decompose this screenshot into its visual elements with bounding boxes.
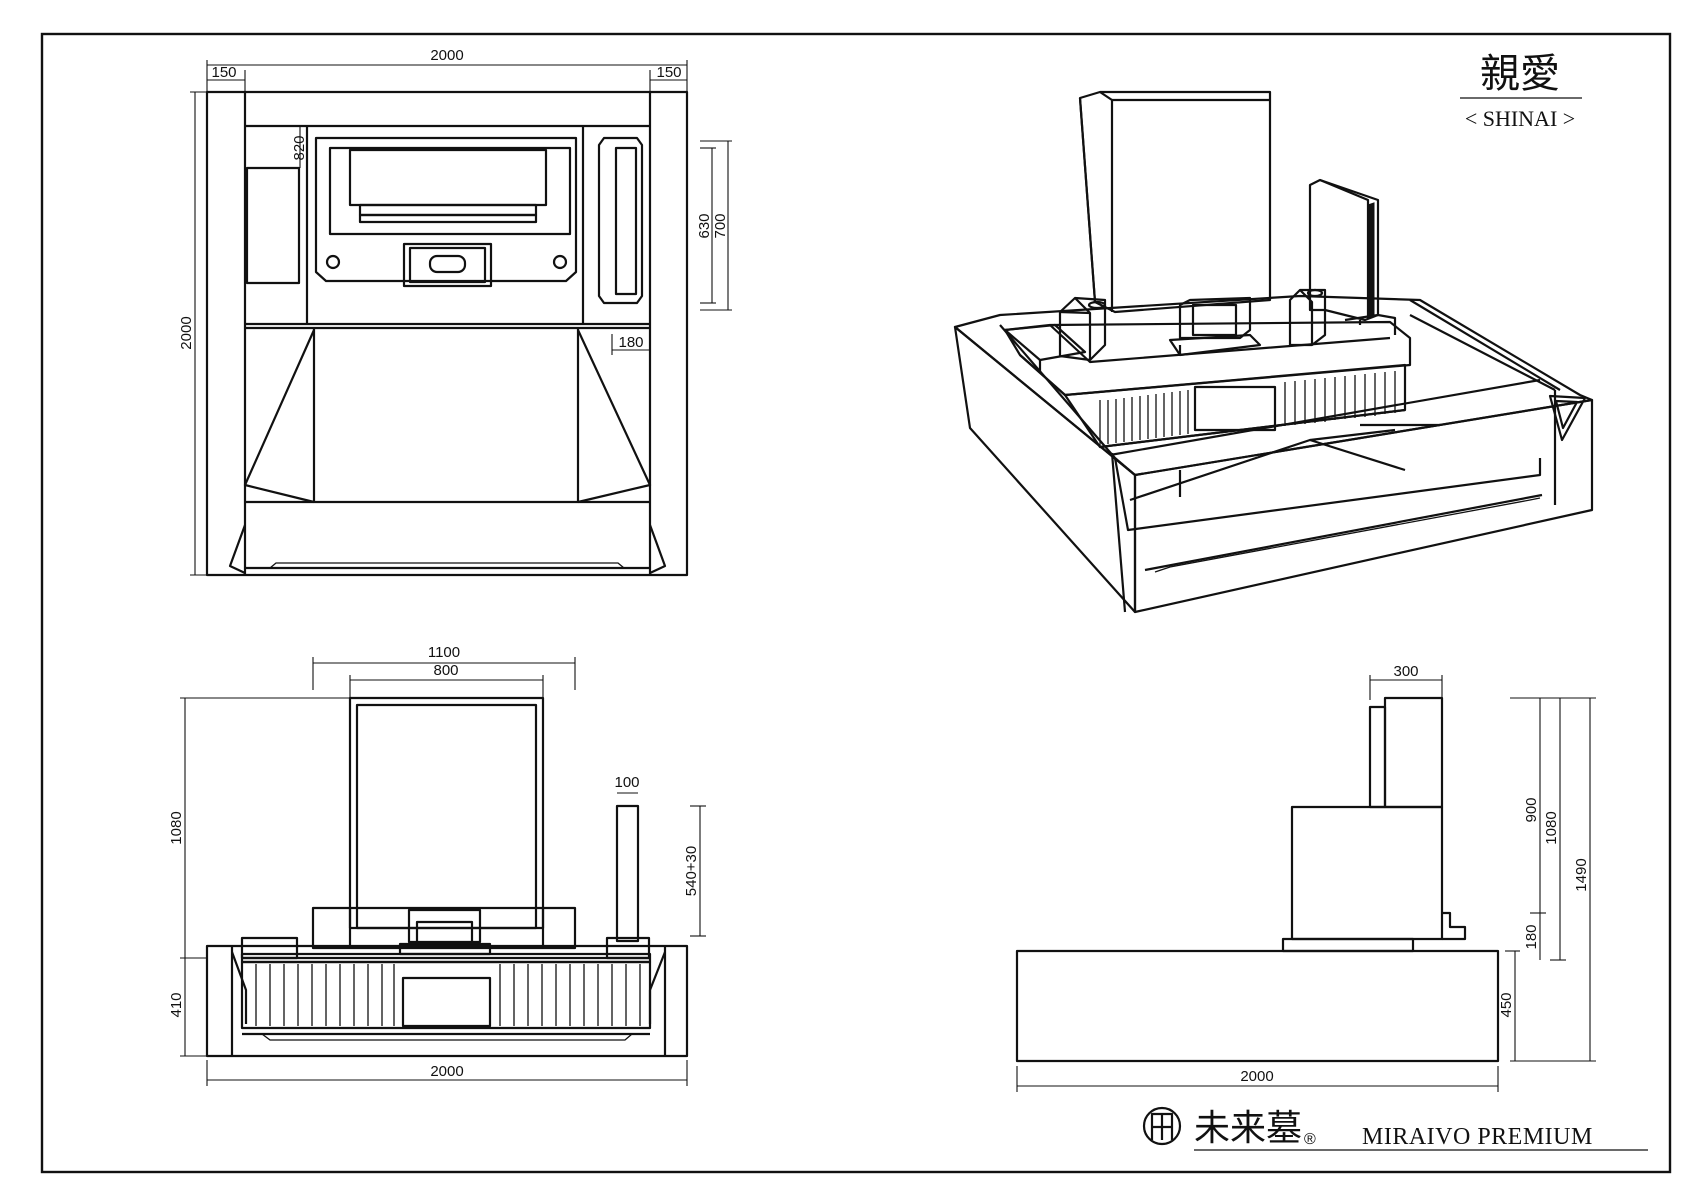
side-900-label: 900 [1523, 797, 1540, 822]
side-180-label: 180 [1523, 924, 1540, 949]
front-1080-label: 1080 [168, 811, 185, 844]
side-300-label: 300 [1393, 663, 1418, 680]
front-100-label: 100 [614, 774, 639, 791]
front-410-label: 410 [168, 992, 185, 1017]
front-2000-label: 2000 [430, 1063, 463, 1080]
side-dimensions: 300 900 1080 1490 180 450 2000 [1016, 663, 1596, 1092]
front-1100-label: 1100 [428, 644, 460, 661]
plan-dimensions: 2000 150 150 2000 820 630 700 180 [178, 47, 732, 576]
sheet-border [40, 32, 1672, 1174]
plan-700-label: 700 [712, 213, 729, 238]
title-block: 親愛 < SHINAI > [1460, 51, 1582, 131]
front-dimensions: 1100 800 100 540+30 1080 410 2000 [168, 644, 706, 1086]
side-2000-label: 2000 [1240, 1068, 1273, 1085]
plan-180-label: 180 [618, 334, 643, 351]
title-kanji: 親愛 [1480, 51, 1560, 97]
plan-width-label: 2000 [430, 47, 463, 64]
brand-registered-mark: ® [1304, 1131, 1316, 1148]
plan-820-label: 820 [291, 135, 308, 160]
plan-right-margin-label: 150 [656, 64, 681, 81]
side-450-label: 450 [1498, 992, 1515, 1017]
side-1080-label: 1080 [1543, 811, 1560, 844]
front-800-label: 800 [433, 662, 458, 679]
plan-depth-label: 2000 [178, 316, 195, 349]
side-1490-label: 1490 [1573, 858, 1590, 891]
brand-logo: 未来墓 ® MIRAIVO PREMIUM [1142, 1106, 1648, 1151]
plan-left-margin-label: 150 [211, 64, 236, 81]
plan-view [205, 90, 689, 577]
plan-630-label: 630 [696, 213, 713, 238]
title-romaji: < SHINAI > [1465, 106, 1575, 131]
perspective-view [953, 90, 1594, 614]
front-540-label: 540+30 [683, 846, 700, 896]
front-view [205, 696, 689, 1058]
brand-kanji: 未来墓 [1194, 1108, 1302, 1149]
brand-name: MIRAIVO PREMIUM [1362, 1124, 1593, 1150]
side-view [1015, 696, 1500, 1063]
